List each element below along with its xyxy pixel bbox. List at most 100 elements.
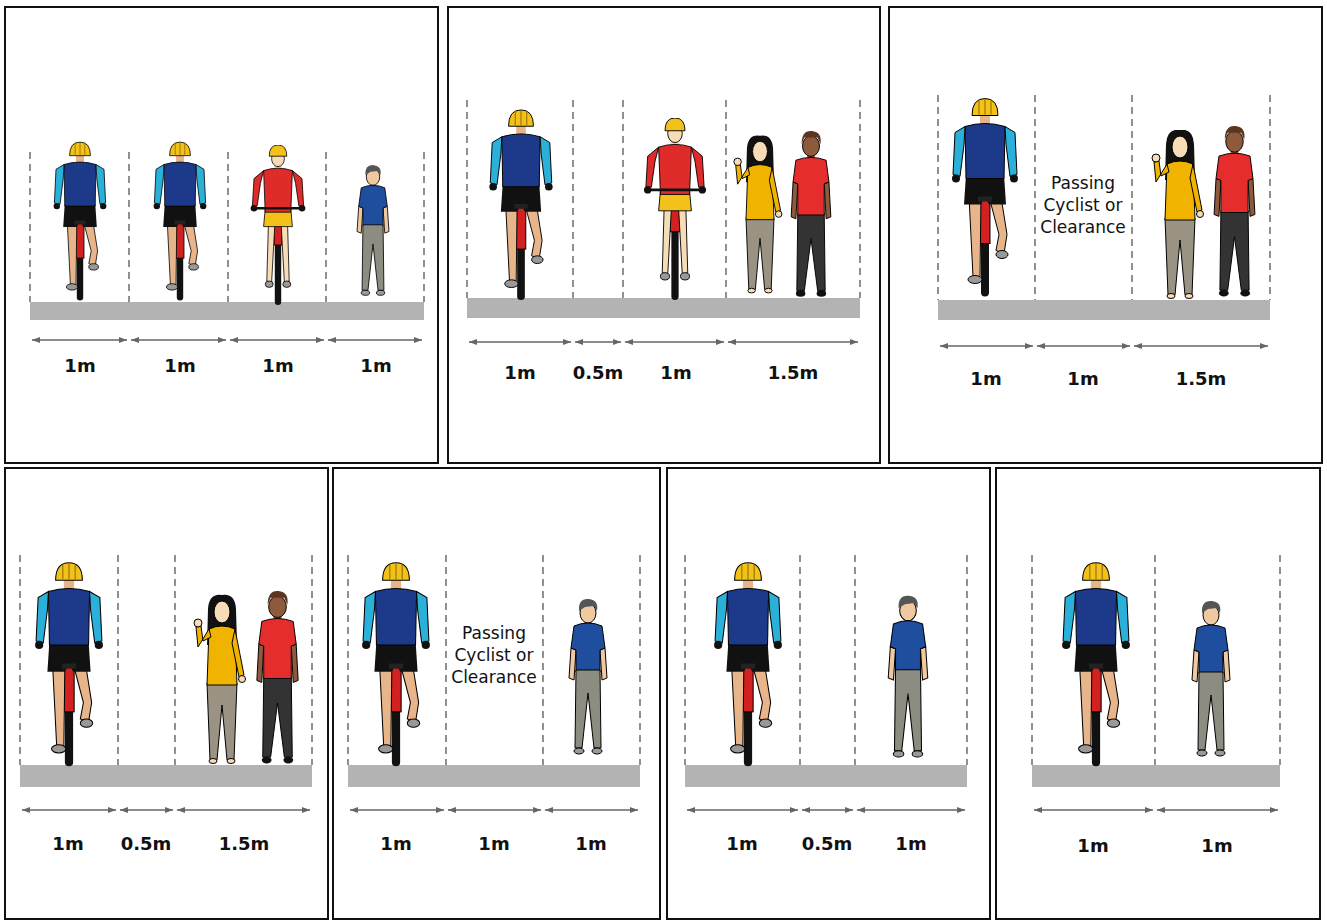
- dimension-label: 1m: [1077, 835, 1108, 856]
- dimension-arrow: [857, 809, 965, 810]
- pedestrian-woman: [1152, 130, 1204, 299]
- figures: [35, 99, 1255, 767]
- dimension-label: 1m: [380, 833, 411, 854]
- dimension-arrow: [1157, 809, 1278, 810]
- dimension-arrow: [328, 339, 422, 340]
- dimension-arrow: [728, 341, 858, 342]
- lane-divider: [1131, 95, 1132, 300]
- dimension-arrow: [230, 339, 324, 340]
- dimension-arrow: [448, 809, 541, 810]
- dimension-label: 1m: [360, 355, 391, 376]
- dimension-arrow: [575, 341, 621, 342]
- clearance-note: Passing Cyclist or Clearance: [446, 622, 542, 688]
- path-surface: [938, 300, 1270, 320]
- path-surfaces: [20, 298, 1280, 787]
- dimension-arrow: [1037, 345, 1130, 346]
- dimension-label: 1m: [660, 362, 691, 383]
- dimension-arrow: [1034, 809, 1153, 810]
- lane-divider: [117, 555, 118, 765]
- cyclist-back: [54, 142, 107, 300]
- dimension-label: 1m: [1201, 835, 1232, 856]
- cyclist-back: [35, 563, 103, 767]
- dimension-label: 1m: [970, 368, 1001, 389]
- cyclist-back: [714, 563, 782, 767]
- lane-divider: [542, 555, 543, 765]
- panel-frame: [889, 7, 1322, 463]
- lane-divider: [311, 555, 312, 765]
- dimension-arrow: [940, 345, 1033, 346]
- dimension-label: 0.5m: [573, 362, 624, 383]
- pedestrian: [569, 599, 607, 754]
- lane-divider: [937, 95, 938, 300]
- dimension-arrow: [177, 809, 310, 810]
- lane-divider: [1031, 555, 1032, 765]
- dimension-label: 1m: [575, 833, 606, 854]
- lane-divider: [1154, 555, 1155, 765]
- path-surface: [467, 298, 860, 318]
- cyclist-back: [952, 99, 1018, 297]
- panel-frame: [996, 468, 1320, 919]
- dimension-arrow: [120, 809, 173, 810]
- lane-divider: [572, 100, 573, 298]
- lane-divider: [1034, 95, 1035, 300]
- dimension-arrow: [625, 341, 724, 342]
- panel-frame: [448, 7, 880, 463]
- lane-divider: [725, 100, 726, 298]
- dimension-arrow: [22, 809, 116, 810]
- dimension-label: 1m: [1067, 368, 1098, 389]
- pedestrian-woman: [194, 595, 246, 764]
- lane-divider: [622, 100, 623, 298]
- lane-divider: [854, 555, 855, 765]
- dimension-arrow: [1134, 345, 1268, 346]
- panel-frame: [667, 468, 990, 919]
- dimension-arrow: [802, 809, 853, 810]
- dimension-label: 1.5m: [1176, 368, 1227, 389]
- lane-divider: [227, 152, 228, 302]
- panel-frame: [5, 468, 328, 919]
- dimension-label: 1m: [262, 355, 293, 376]
- pedestrian: [888, 596, 928, 757]
- lane-divider: [423, 152, 424, 302]
- pedestrian: [357, 165, 389, 295]
- lane-divider: [684, 555, 685, 765]
- cyclist-back: [489, 110, 552, 300]
- dimension-label: 1m: [52, 833, 83, 854]
- lane-divider: [325, 152, 326, 302]
- clearance-note: Passing Cyclist or Clearance: [1035, 172, 1131, 238]
- path-surface: [30, 302, 424, 320]
- lane-divider: [1279, 555, 1280, 765]
- panel-frame: [333, 468, 660, 919]
- lane-divider: [1269, 95, 1270, 300]
- dimension-arrow: [32, 339, 127, 340]
- lane-divider: [128, 152, 129, 302]
- lane-divider: [799, 555, 800, 765]
- panel-frames: [5, 7, 1322, 919]
- dimension-label: 1m: [504, 362, 535, 383]
- dimension-arrow: [687, 809, 798, 810]
- lane-divider: [859, 100, 860, 298]
- dimension-label: 1m: [895, 833, 926, 854]
- lane-divider: [29, 152, 30, 302]
- pedestrian: [1192, 601, 1230, 756]
- cyclist-front: [251, 145, 305, 305]
- lane-divider: [639, 555, 640, 765]
- panel-frame: [5, 7, 438, 463]
- pedestrian-man: [257, 591, 298, 764]
- lane-divider: [466, 100, 467, 298]
- dimension-label: 1.5m: [219, 833, 270, 854]
- dimension-label: 0.5m: [121, 833, 172, 854]
- path-surface: [1032, 765, 1280, 787]
- dimension-arrows: [22, 340, 1278, 810]
- dimension-label: 1m: [726, 833, 757, 854]
- pedestrian-man: [1214, 126, 1255, 297]
- lane-divider: [966, 555, 967, 765]
- pedestrian-man: [791, 131, 831, 297]
- dimension-label: 1m: [164, 355, 195, 376]
- dimension-label: 1m: [478, 833, 509, 854]
- lane-divider: [445, 555, 446, 765]
- cyclist-back: [154, 142, 207, 300]
- dimension-arrow: [131, 339, 226, 340]
- dimension-arrow: [350, 809, 444, 810]
